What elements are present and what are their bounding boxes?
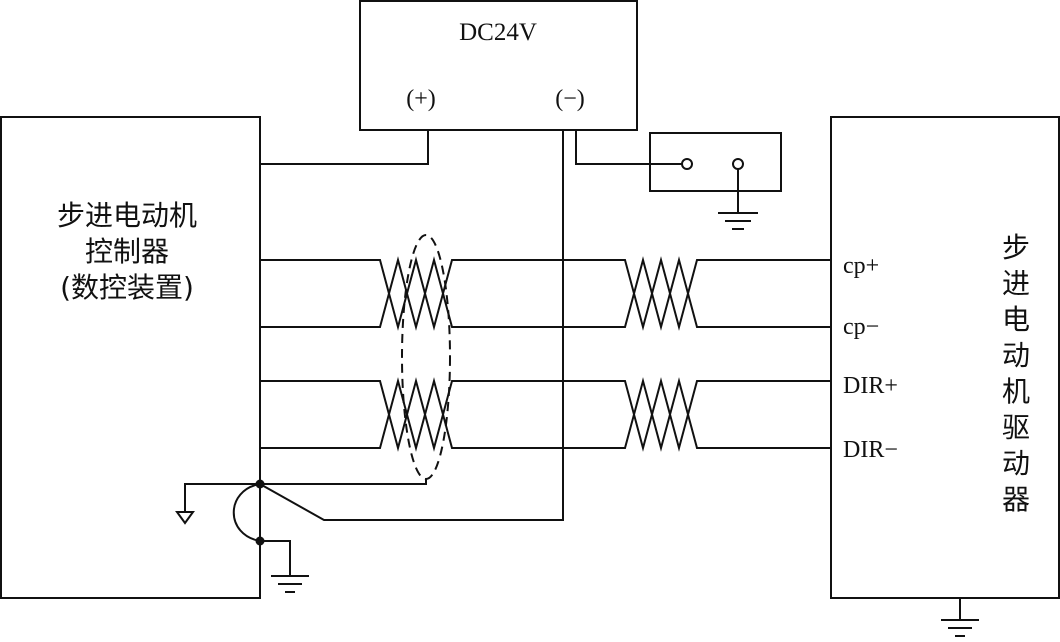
driver-label-char-7: 动 <box>1002 447 1030 480</box>
minus-to-switch-wire <box>575 130 682 165</box>
terminal-block-box <box>649 132 782 192</box>
power-supply-box <box>359 0 638 131</box>
earth-ground-symbol <box>271 575 309 593</box>
power-supply: DC24V (+) (−) <box>359 0 638 131</box>
controller-ground-wire <box>184 483 260 512</box>
plus-supply-wire <box>260 130 429 165</box>
cable-shield <box>401 234 451 480</box>
controller: 步进电动机 控制器 (数控装置) <box>0 116 261 599</box>
driver-label-char-1: 步 <box>1002 231 1030 264</box>
driver-label-char-8: 器 <box>1002 483 1030 516</box>
minus-supply-wire <box>259 130 564 521</box>
plus-terminal-label: (+) <box>406 86 436 112</box>
signal-label-dir-minus: DIR− <box>843 437 898 463</box>
driver-label-char-4: 动 <box>1002 339 1030 372</box>
shield-drain-wire <box>260 479 427 485</box>
wire-dir-minus <box>260 377 831 452</box>
controller-label-line-2: 控制器 <box>85 235 169 268</box>
signal-label-cp-plus: cp+ <box>843 253 879 279</box>
driver-label-char-6: 驱 <box>1002 411 1030 444</box>
chassis-ground-triangle <box>175 511 195 525</box>
controller-label-line-1: 步进电动机 <box>57 199 197 232</box>
ground-symbol <box>718 212 758 230</box>
ground-link-arc <box>232 483 261 542</box>
signal-label-dir-plus: DIR+ <box>843 373 898 399</box>
driver-box <box>830 116 1060 599</box>
earth-ground-wire <box>260 540 291 576</box>
ground-terminal-block <box>649 132 782 230</box>
driver-ground-symbol <box>941 619 979 637</box>
wire-cp-minus <box>260 256 831 331</box>
signal-label-cp-minus: cp− <box>843 314 879 340</box>
minus-terminal-label: (−) <box>555 86 585 112</box>
wire-cp-plus <box>260 256 831 331</box>
driver-label-char-5: 机 <box>1002 375 1030 408</box>
twisted-pair-cp <box>260 256 831 331</box>
power-supply-label: DC24V <box>459 19 537 46</box>
driver-label-char-2: 进 <box>1002 267 1030 300</box>
controller-box <box>0 116 261 599</box>
driver: 步 进 电 动 机 驱 动 器 <box>830 116 1060 599</box>
terminal-contact-left <box>681 158 693 170</box>
controller-label-line-3: (数控装置) <box>60 271 194 304</box>
junction-dot-top <box>255 479 265 489</box>
driver-label-char-3: 电 <box>1002 303 1030 336</box>
twisted-pair-dir <box>260 377 831 452</box>
wire-dir-plus <box>260 377 831 452</box>
terminal-contact-right <box>732 158 744 170</box>
